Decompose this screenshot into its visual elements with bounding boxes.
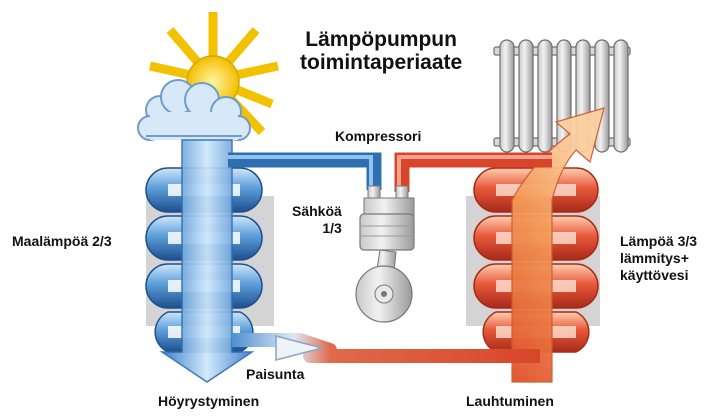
heat-output-line-2: lämmitys+ (620, 249, 689, 266)
evaporation-label: Höyrystyminen (158, 393, 260, 409)
hot-pipe-from-compressor (394, 152, 552, 192)
cold-flow-arrow (159, 139, 255, 383)
electricity-label-line-2: 1/3 (322, 219, 342, 236)
hot-flow-arrow (511, 107, 605, 383)
compressor-icon (355, 185, 415, 323)
title: Lämpöpumpun toimintaperiaate (300, 28, 462, 74)
heat-output-line-1: Lämpöä 3/3 (620, 233, 698, 249)
heat-output-line-3: käyttövesi (620, 266, 689, 283)
cold-pipe-to-compressor (228, 152, 382, 190)
radiator-icon (493, 39, 631, 153)
title-line-2: toimintaperiaate (300, 51, 463, 75)
ground-heat-label: Maalämpöä 2/3 (12, 233, 112, 249)
electricity-label-line-1: Sähköä (292, 203, 342, 219)
expansion-valve (275, 335, 325, 361)
condensation-label: Lauhtuminen (466, 393, 554, 409)
cloud-icon (137, 79, 251, 141)
electricity-label: Sähköä 1/3 (292, 203, 342, 237)
heat-output-label: Lämpöä 3/3 lämmitys+ käyttövesi (620, 233, 697, 283)
expansion-label: Paisunta (246, 366, 305, 382)
compressor-label: Kompressori (335, 128, 422, 144)
title-line-1: Lämpöpumpun (305, 28, 457, 51)
